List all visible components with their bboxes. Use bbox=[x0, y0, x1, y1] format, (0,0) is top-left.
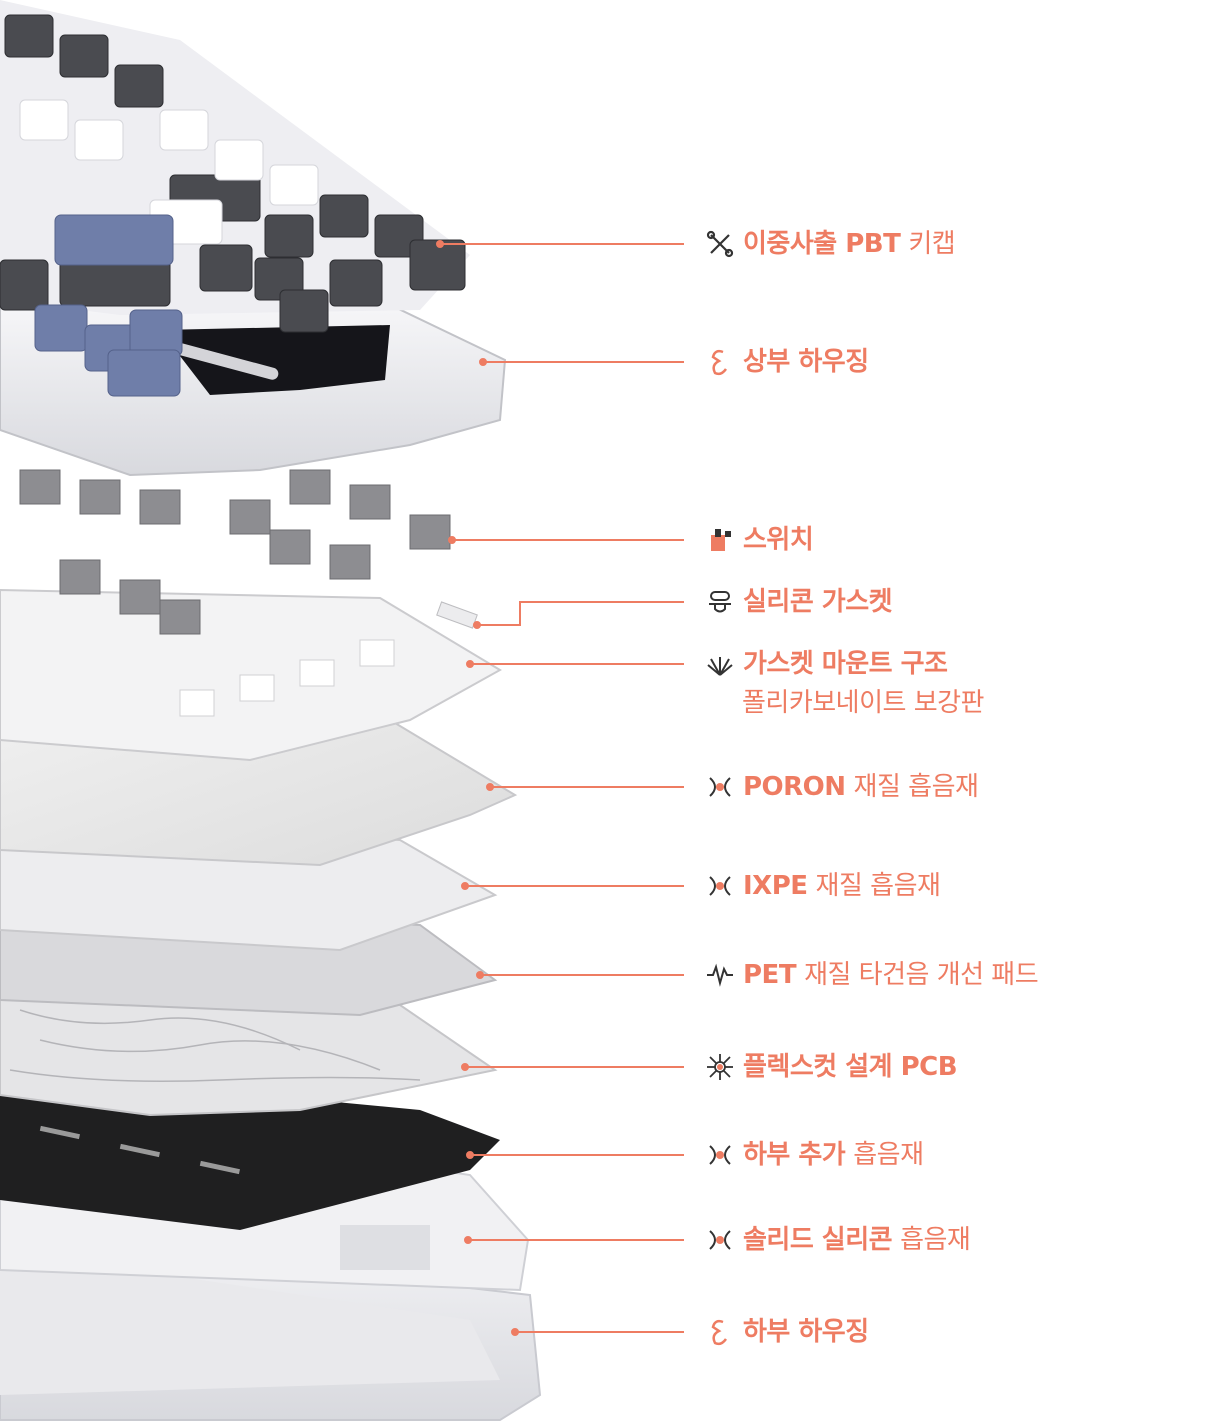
spring-icon bbox=[707, 657, 733, 676]
label-ixpe: IXPE 재질 흡음재 bbox=[705, 870, 941, 902]
label-keycaps-bold: 이중사출 PBT bbox=[743, 229, 901, 259]
leader-poron bbox=[486, 783, 684, 791]
label-poron: PORON 재질 흡음재 bbox=[705, 771, 979, 803]
wave-icon bbox=[707, 963, 733, 987]
leader-ixpe bbox=[461, 882, 684, 890]
label-bottom-housing-bold: 하부 하우징 bbox=[743, 1317, 869, 1347]
link-icon bbox=[711, 1319, 728, 1346]
label-top-housing-bold: 상부 하우징 bbox=[743, 347, 869, 377]
label-gasket-mount: 가스켓 마운트 구조 bbox=[705, 648, 948, 680]
label-ixpe-normal: 재질 흡음재 bbox=[815, 871, 941, 901]
leader-silicone-gasket bbox=[473, 601, 684, 629]
leader-bottom-housing bbox=[511, 1328, 684, 1336]
switch-icon bbox=[711, 529, 731, 551]
label-poron-bold: PORON bbox=[743, 772, 846, 802]
leader-top-housing bbox=[479, 358, 684, 366]
link-icon bbox=[711, 349, 728, 376]
label-keycaps-normal: 키캡 bbox=[908, 229, 956, 259]
label-bottom-foam-normal: 흡음재 bbox=[853, 1140, 924, 1170]
label-bottom-foam-bold: 하부 추가 bbox=[743, 1140, 846, 1170]
foam-icon bbox=[709, 1230, 731, 1250]
gasket-mount-plate-layer bbox=[0, 588, 502, 762]
label-pet: PET 재질 타건음 개선 패드 bbox=[705, 959, 1039, 991]
keycap-layer bbox=[0, 0, 470, 397]
label-gasket-mount-sub: 폴리카보네이트 보강판 bbox=[742, 688, 984, 718]
label-pet-normal: 재질 타건음 개선 패드 bbox=[804, 960, 1039, 990]
cross-tools-icon bbox=[706, 230, 734, 258]
label-silicone-foam: 솔리드 실리콘 흡음재 bbox=[705, 1224, 971, 1256]
label-switch: 스위치 bbox=[705, 524, 814, 556]
label-switch-bold: 스위치 bbox=[743, 525, 814, 555]
leader-gasket-mount bbox=[466, 660, 684, 668]
label-pcb: 플렉스컷 설계 PCB bbox=[705, 1051, 958, 1083]
circuit-icon bbox=[707, 1054, 733, 1080]
leader-pcb bbox=[461, 1063, 684, 1071]
leader-switch bbox=[448, 536, 684, 544]
leader-bottom-foam bbox=[466, 1151, 684, 1159]
label-top-housing: 상부 하우징 bbox=[705, 346, 869, 378]
label-poron-normal: 재질 흡음재 bbox=[853, 772, 979, 802]
leader-pet bbox=[476, 971, 684, 979]
label-silicone-gasket: 실리콘 가스켓 bbox=[705, 586, 893, 618]
label-silicone-foam-bold: 솔리드 실리콘 bbox=[743, 1225, 893, 1255]
switch-layer bbox=[19, 469, 451, 635]
leader-lines bbox=[436, 240, 684, 1336]
silicone-gasket-piece bbox=[436, 601, 478, 629]
label-gasket-mount-bold: 가스켓 마운트 구조 bbox=[743, 649, 948, 679]
leader-silicone-foam bbox=[464, 1236, 684, 1244]
label-silicone-foam-normal: 흡음재 bbox=[900, 1225, 971, 1255]
label-pet-bold: PET bbox=[743, 960, 797, 990]
foam-icon bbox=[709, 1145, 731, 1165]
label-ixpe-bold: IXPE bbox=[743, 871, 808, 901]
label-bottom-foam: 하부 추가 흡음재 bbox=[705, 1139, 924, 1171]
leader-keycaps bbox=[436, 240, 684, 248]
label-bottom-housing: 하부 하우징 bbox=[705, 1316, 869, 1348]
gasket-icon bbox=[709, 591, 731, 613]
label-pcb-bold: 플렉스컷 설계 PCB bbox=[743, 1052, 958, 1082]
foam-icon bbox=[709, 876, 731, 896]
label-keycaps: 이중사출 PBT 키캡 bbox=[705, 228, 956, 260]
label-silicone-gasket-bold: 실리콘 가스켓 bbox=[743, 587, 893, 617]
foam-icon bbox=[709, 777, 731, 797]
